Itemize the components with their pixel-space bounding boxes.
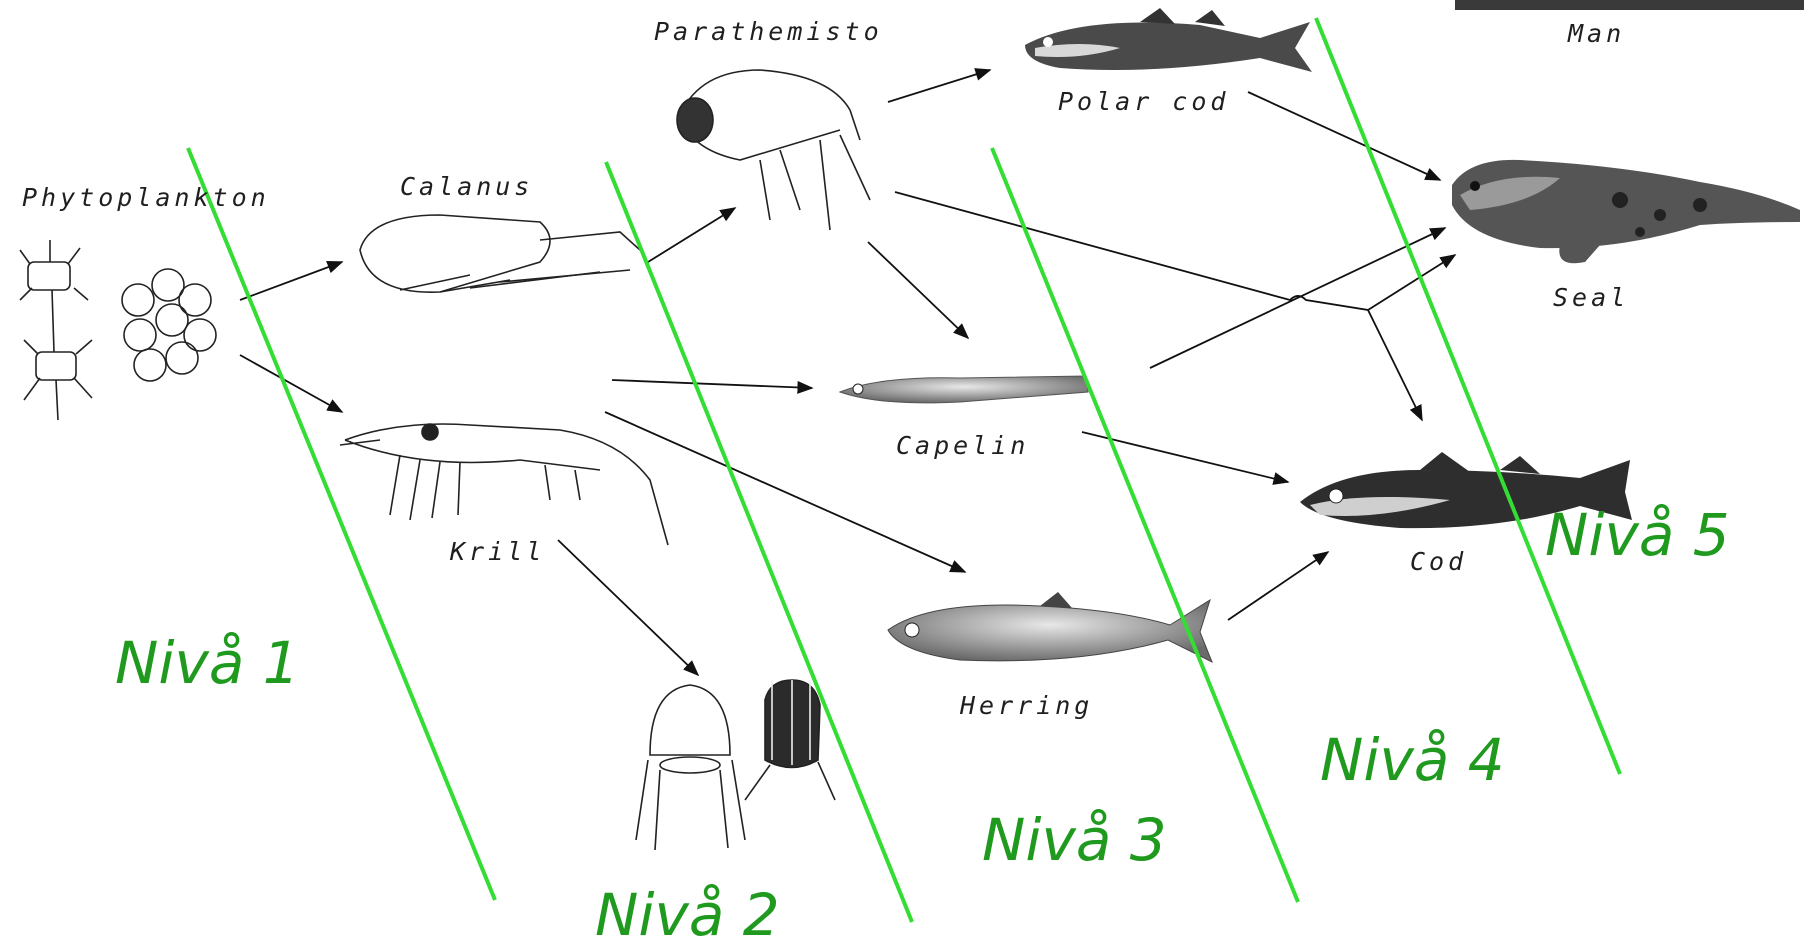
label-capelin: Capelin [896, 431, 1029, 460]
arrow-krill-jellyfish [558, 540, 698, 675]
polar-cod-drawing [1025, 8, 1312, 72]
arrow-cod-seal [1368, 255, 1455, 310]
label-calanus: Calanus [400, 172, 533, 201]
capelin-drawing [840, 376, 1088, 403]
label-herring: Herring [959, 691, 1093, 720]
herring-drawing [888, 592, 1212, 662]
krill-drawing [340, 424, 668, 545]
label-seal: Seal [1553, 283, 1629, 312]
parathemisto-drawing [677, 70, 870, 230]
label-cod: Cod [1410, 547, 1467, 576]
level-label-2: Nivå 2 [595, 881, 780, 946]
arrow-polar-cod-seal [1248, 92, 1440, 180]
arrow-calanus-parathemisto [648, 208, 735, 262]
level-label-5: Nivå 5 [1545, 501, 1730, 569]
feeding-arrows [240, 70, 1455, 675]
arrow-parathemisto-polar-cod [888, 70, 990, 102]
arrow-herring-cod [1228, 552, 1328, 620]
arrow-capelin-seal [1150, 228, 1445, 368]
label-man: Man [1567, 19, 1625, 48]
level-label-4: Nivå 4 [1320, 726, 1505, 794]
label-phytoplankton: Phytoplankton [22, 183, 270, 212]
arrow-capelin-cod [1082, 432, 1288, 482]
divider-1 [188, 148, 495, 900]
level-label-3: Nivå 3 [982, 806, 1167, 874]
divider-2 [606, 162, 912, 922]
arrow-parathemisto-capelin [868, 242, 968, 338]
label-polar-cod: Polar cod [1058, 87, 1229, 116]
phytoplankton-drawing [20, 240, 216, 420]
divider-4 [1316, 18, 1620, 774]
man-image [1455, 0, 1804, 10]
arrow-phytoplankton-calanus [240, 262, 342, 300]
calanus-drawing [360, 215, 640, 292]
level-label-1: Nivå 1 [115, 629, 300, 697]
label-parathemisto: Parathemisto [654, 17, 883, 46]
jellyfish-drawing [636, 680, 835, 850]
label-krill: Krill [449, 537, 545, 566]
arrow-krill-capelin [612, 380, 812, 388]
seal-drawing [1452, 160, 1800, 263]
